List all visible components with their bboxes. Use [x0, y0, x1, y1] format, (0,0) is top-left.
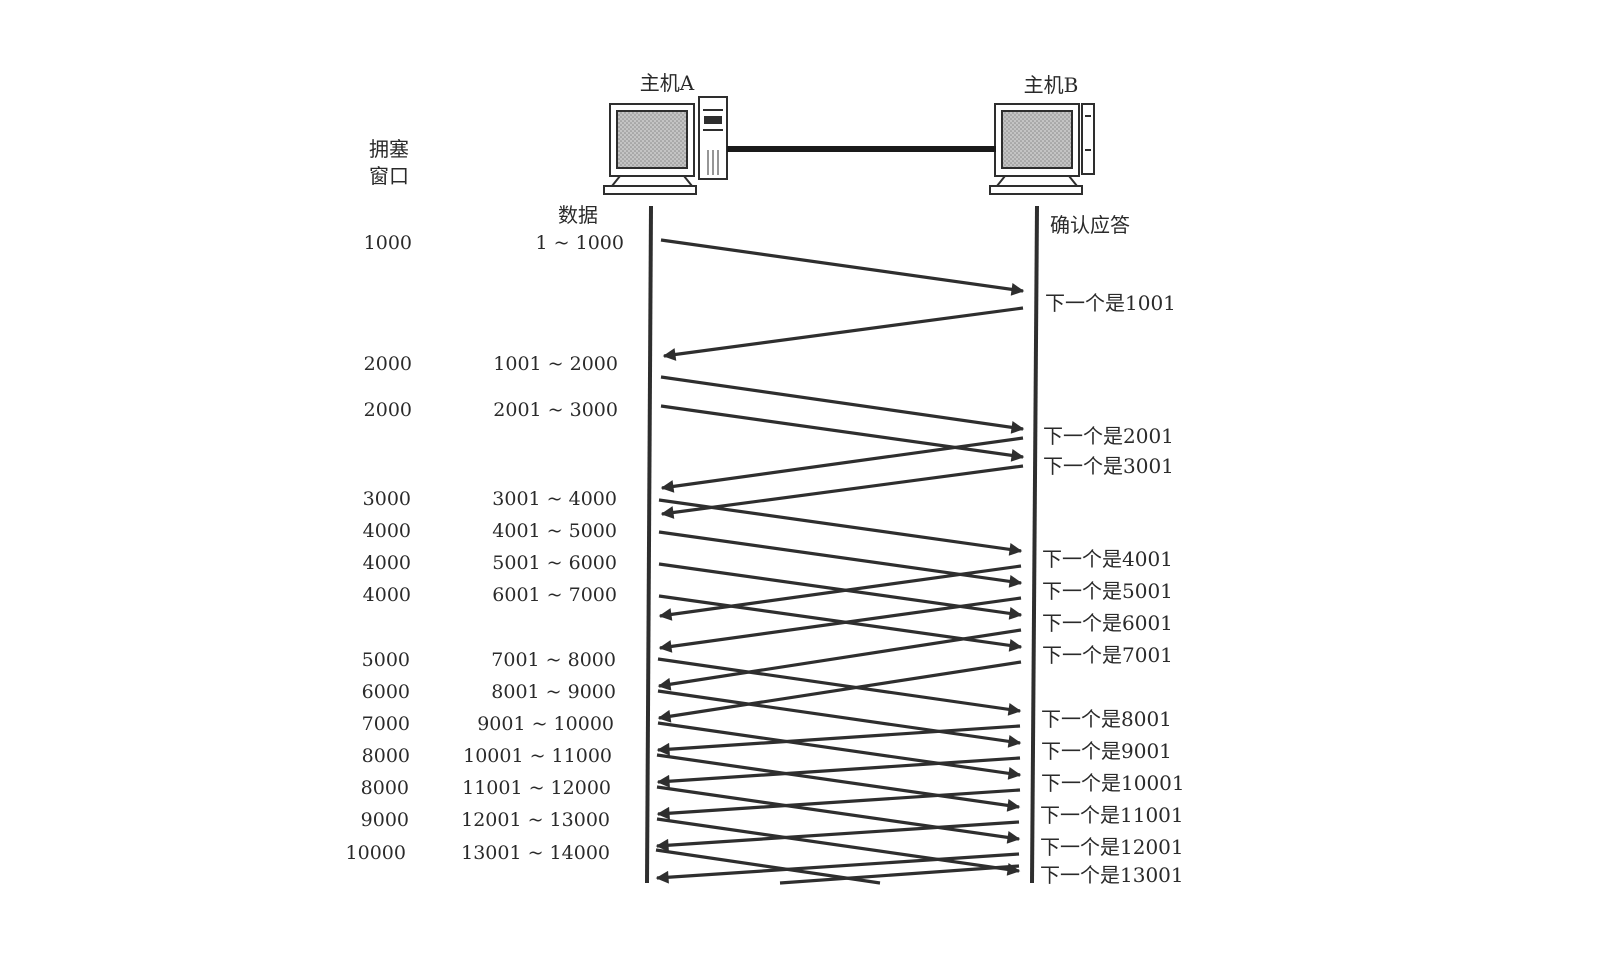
- data-range: 6001 ~ 7000: [492, 584, 617, 606]
- data-segment-arrows: [655, 238, 1025, 885]
- cwnd-value: 4000: [363, 520, 411, 542]
- data-range: 5001 ~ 6000: [492, 552, 617, 574]
- ack-label: 下一个是10001: [1041, 771, 1185, 795]
- data-segment-arrow: [657, 689, 1022, 748]
- ack-label: 下一个是6001: [1042, 611, 1173, 635]
- ack-label: 下一个是13001: [1040, 863, 1184, 887]
- segment-labels: 1000 1 ~ 1000 2000 1001 ~ 2000 2000 2001…: [346, 232, 624, 864]
- data-segment-arrow: [660, 375, 1025, 434]
- cwnd-value: 1000: [364, 232, 412, 254]
- ack-arrows: [655, 306, 1024, 885]
- host-b-computer-icon: [989, 103, 1095, 195]
- cwnd-value: 5000: [362, 649, 410, 671]
- host-a-computer-icon: [603, 96, 728, 195]
- data-range: 13001 ~ 14000: [461, 842, 610, 864]
- cwnd-value: 10000: [346, 842, 406, 864]
- data-range: 3001 ~ 4000: [492, 488, 617, 510]
- ack-arrow: [779, 864, 1020, 885]
- data-range: 1001 ~ 2000: [493, 353, 618, 375]
- ack-arrow: [656, 788, 1021, 820]
- host-a-lifeline: [645, 205, 653, 884]
- data-range: 1 ~ 1000: [536, 232, 624, 254]
- data-header: 数据: [558, 203, 598, 227]
- cwnd-value: 2000: [364, 353, 412, 375]
- ack-arrow: [660, 436, 1024, 493]
- data-range: 8001 ~ 9000: [491, 681, 616, 703]
- ack-label: 下一个是8001: [1041, 707, 1172, 731]
- ack-label: 下一个是2001: [1043, 424, 1174, 448]
- cwnd-value: 4000: [363, 584, 411, 606]
- data-segment-arrow: [657, 721, 1022, 780]
- cwnd-value: 8000: [362, 745, 410, 767]
- data-range: 11001 ~ 12000: [462, 777, 611, 799]
- data-segment-arrow: [658, 530, 1023, 588]
- ack-arrow: [656, 724, 1021, 756]
- cwnd-header-line2: 窗口: [369, 164, 409, 188]
- data-segment-arrow: [658, 498, 1023, 556]
- host-a-label: 主机A: [640, 71, 695, 95]
- cwnd-value: 4000: [363, 552, 411, 574]
- ack-labels: 下一个是1001 下一个是2001 下一个是3001 下一个是4001 下一个是…: [1040, 291, 1185, 887]
- ack-arrow: [658, 564, 1022, 621]
- data-range: 2001 ~ 3000: [493, 399, 618, 421]
- host-b-label: 主机B: [1024, 73, 1079, 97]
- cwnd-value: 3000: [363, 488, 411, 510]
- data-segment-arrow: [656, 817, 1021, 876]
- host-b-lifeline: [1030, 205, 1039, 884]
- data-segment-arrow: [656, 785, 1021, 844]
- ack-label: 下一个是12001: [1040, 835, 1184, 859]
- ack-arrow: [662, 306, 1024, 361]
- cwnd-value: 9000: [361, 809, 409, 831]
- cwnd-value: 6000: [362, 681, 410, 703]
- data-range: 7001 ~ 8000: [491, 649, 616, 671]
- data-range: 10001 ~ 11000: [463, 745, 612, 767]
- ack-arrow: [657, 628, 1022, 691]
- ack-label: 下一个是11001: [1040, 803, 1184, 827]
- ack-label: 下一个是1001: [1045, 291, 1176, 315]
- data-range: 12001 ~ 13000: [461, 809, 610, 831]
- ack-arrow: [657, 660, 1022, 723]
- data-range: 4001 ~ 5000: [492, 520, 617, 542]
- cwnd-value: 2000: [364, 399, 412, 421]
- ack-label: 下一个是7001: [1042, 643, 1173, 667]
- ack-arrow: [660, 464, 1024, 519]
- cwnd-header-line1: 拥塞: [369, 137, 409, 161]
- ack-label: 下一个是9001: [1041, 739, 1172, 763]
- ack-label: 下一个是4001: [1042, 547, 1173, 571]
- ack-arrow: [655, 820, 1020, 852]
- cwnd-value: 8000: [361, 777, 409, 799]
- ack-arrow: [658, 596, 1022, 653]
- ack-arrow: [655, 852, 1020, 884]
- ack-header: 确认应答: [1050, 213, 1130, 237]
- data-segment-arrow: [660, 238, 1025, 296]
- data-range: 9001 ~ 10000: [477, 713, 614, 735]
- ack-label: 下一个是3001: [1043, 454, 1174, 478]
- data-segment-arrow: [656, 753, 1021, 812]
- ack-arrow: [656, 756, 1021, 788]
- data-segment-arrow: [660, 404, 1025, 462]
- data-segment-arrow: [657, 657, 1022, 716]
- cwnd-value: 7000: [362, 713, 410, 735]
- ack-label: 下一个是5001: [1042, 579, 1173, 603]
